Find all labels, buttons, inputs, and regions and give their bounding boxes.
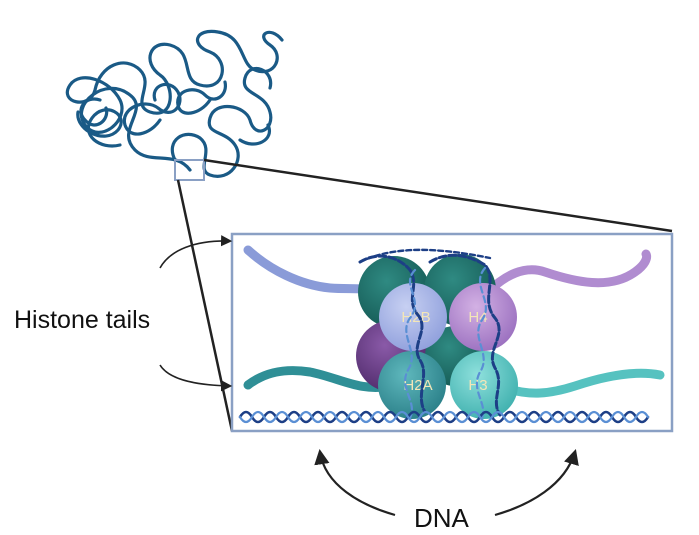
arrow-tails-top [159, 235, 233, 269]
arrow-dna-right [494, 449, 579, 517]
zoom-line-bottom [176, 179, 234, 432]
zoom-source-box [174, 159, 205, 181]
histone-tails-label: Histone tails [14, 306, 151, 334]
histone-h2a-label: H2A [403, 377, 432, 394]
histone-h2a: H2A [378, 351, 446, 419]
chromatin-tangle [65, 29, 284, 178]
zoom-line-top [203, 158, 673, 233]
histone-h3: H3 [450, 351, 518, 419]
histone-h4-label: H4 [468, 309, 487, 326]
tail-h2a [243, 366, 395, 392]
arrow-tails-bottom [159, 364, 233, 392]
dna-helix-linker [238, 410, 650, 424]
arrow-dna-left [314, 448, 396, 517]
dna-label: DNA [414, 503, 469, 533]
dna-wrap [358, 248, 502, 420]
tail-h3 [500, 368, 665, 398]
tail-h4 [483, 249, 652, 297]
